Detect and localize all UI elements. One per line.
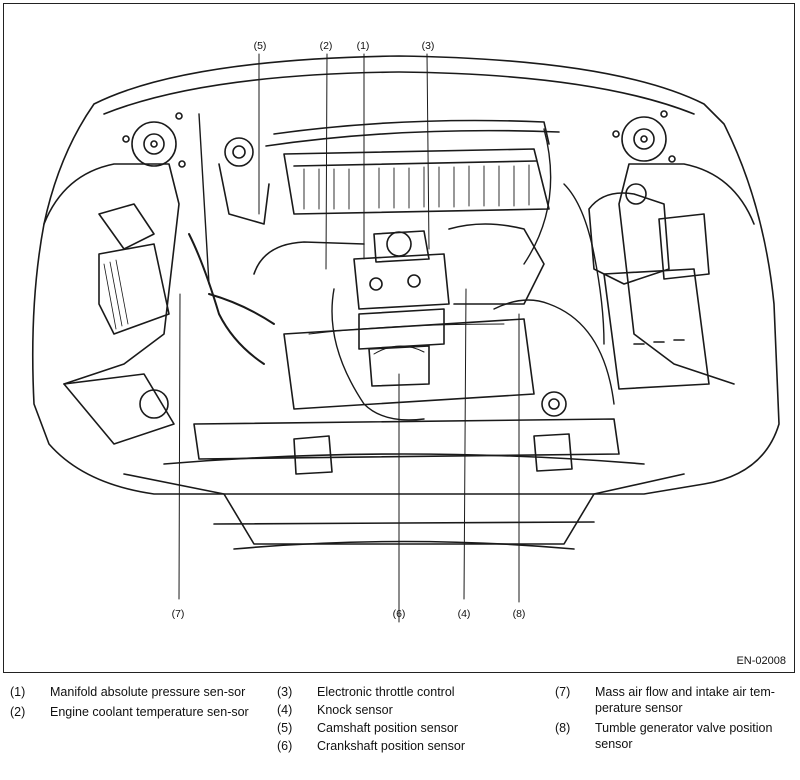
legend: (1) Manifold absolute pressure sen-sor (… bbox=[0, 684, 800, 780]
legend-item: (3) Electronic throttle control bbox=[277, 684, 537, 700]
legend-text: Engine coolant temperature sen-sor bbox=[50, 705, 249, 719]
legend-text: Electronic throttle control bbox=[317, 685, 455, 699]
legend-number: (7) bbox=[555, 685, 571, 699]
callout-4: (4) bbox=[457, 608, 471, 620]
legend-number: (1) bbox=[10, 685, 26, 699]
legend-text: Manifold absolute pressure sen-sor bbox=[50, 685, 246, 699]
legend-number: (2) bbox=[10, 705, 26, 719]
callout-6: (6) bbox=[392, 608, 406, 620]
legend-column-2: (3) Electronic throttle control (4) Knoc… bbox=[277, 684, 537, 756]
legend-column-3: (7) Mass air flow and intake air tem-per… bbox=[555, 684, 795, 756]
callout-5: (5) bbox=[253, 40, 267, 52]
legend-text: Camshaft position sensor bbox=[317, 721, 459, 735]
engine-compartment-figure: (5) (2) (1) (3) (7) (6) (4) (8) EN-02008 bbox=[3, 3, 795, 673]
figure-id: EN-02008 bbox=[736, 655, 786, 667]
legend-item: (7) Mass air flow and intake air tem-per… bbox=[555, 684, 795, 716]
callout-3: (3) bbox=[421, 40, 435, 52]
legend-item: (8) Tumble generator valve position sens… bbox=[555, 720, 795, 752]
legend-item: (1) Manifold absolute pressure sen-sor bbox=[10, 684, 260, 700]
legend-column-1: (1) Manifold absolute pressure sen-sor (… bbox=[10, 684, 260, 724]
engine-compartment-drawing bbox=[31, 53, 780, 623]
legend-text: Mass air flow and intake air tem-peratur… bbox=[595, 685, 775, 715]
legend-number: (6) bbox=[277, 739, 293, 753]
legend-text: Crankshaft position sensor bbox=[317, 739, 465, 753]
legend-item: (4) Knock sensor bbox=[277, 702, 537, 718]
legend-number: (5) bbox=[277, 721, 293, 735]
callout-8: (8) bbox=[512, 608, 526, 620]
callout-7: (7) bbox=[171, 608, 185, 620]
legend-text: Knock sensor bbox=[317, 703, 393, 717]
legend-number: (3) bbox=[277, 685, 293, 699]
legend-number: (4) bbox=[277, 703, 293, 717]
legend-text: Tumble generator valve position sensor bbox=[595, 721, 773, 751]
legend-number: (8) bbox=[555, 721, 571, 735]
legend-item: (6) Crankshaft position sensor bbox=[277, 738, 537, 754]
callout-2: (2) bbox=[319, 40, 333, 52]
legend-item: (2) Engine coolant temperature sen-sor bbox=[10, 704, 260, 720]
legend-item: (5) Camshaft position sensor bbox=[277, 720, 537, 736]
callout-1: (1) bbox=[356, 40, 370, 52]
